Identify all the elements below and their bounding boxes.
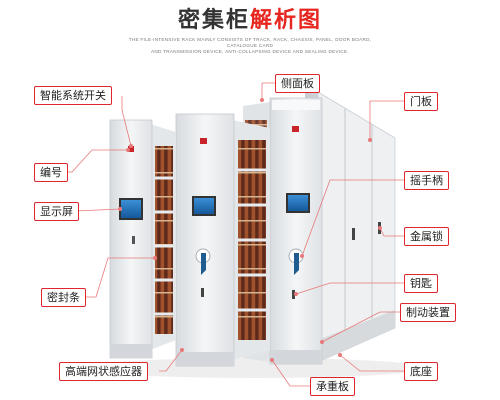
callout-door-panel: 门板 xyxy=(404,92,438,111)
key-icon xyxy=(201,288,204,297)
warning-light-icon xyxy=(292,126,299,132)
callout-base: 底座 xyxy=(404,362,438,381)
subtitle: THE FILE-INTENSIVE RACK MAINLY CONSISTS … xyxy=(118,37,382,55)
leader-lines xyxy=(66,82,404,387)
callout-metal-lock: 金属锁 xyxy=(404,227,449,246)
title-black-part: 密集柜 xyxy=(177,8,250,33)
callout-intelligent-switch: 智能系统开关 xyxy=(34,86,112,105)
floor-shadow xyxy=(85,358,425,378)
callout-brake-device: 制动装置 xyxy=(400,303,456,322)
subtitle-line-2: AND TRANSMISSION DEVICE, ANTI-COLLAPSING… xyxy=(151,49,349,54)
key-icon xyxy=(292,290,295,299)
cabinet-left xyxy=(109,119,176,359)
callout-sensor: 高端网状感应器 xyxy=(59,362,148,381)
callout-number: 编号 xyxy=(34,163,68,182)
callout-seal-strip: 密封条 xyxy=(41,288,86,307)
title-red-part: 解析图 xyxy=(250,8,323,33)
callout-crank-handle: 摇手柄 xyxy=(404,171,449,190)
callout-key: 钥匙 xyxy=(404,274,438,293)
warning-light-icon xyxy=(200,138,207,144)
cabinet-rear xyxy=(305,91,396,363)
callout-display: 显示屏 xyxy=(34,202,79,221)
callout-bearing-plate: 承重板 xyxy=(310,377,355,396)
warning-light-icon xyxy=(128,146,134,152)
callout-side-panel: 侧面板 xyxy=(275,74,320,93)
door-lock-icon xyxy=(352,228,355,240)
subtitle-line-1: THE FILE-INTENSIVE RACK MAINLY CONSISTS … xyxy=(128,37,372,48)
cabinet-middle xyxy=(175,113,270,367)
page-title: 密集柜解析图 xyxy=(0,8,500,34)
